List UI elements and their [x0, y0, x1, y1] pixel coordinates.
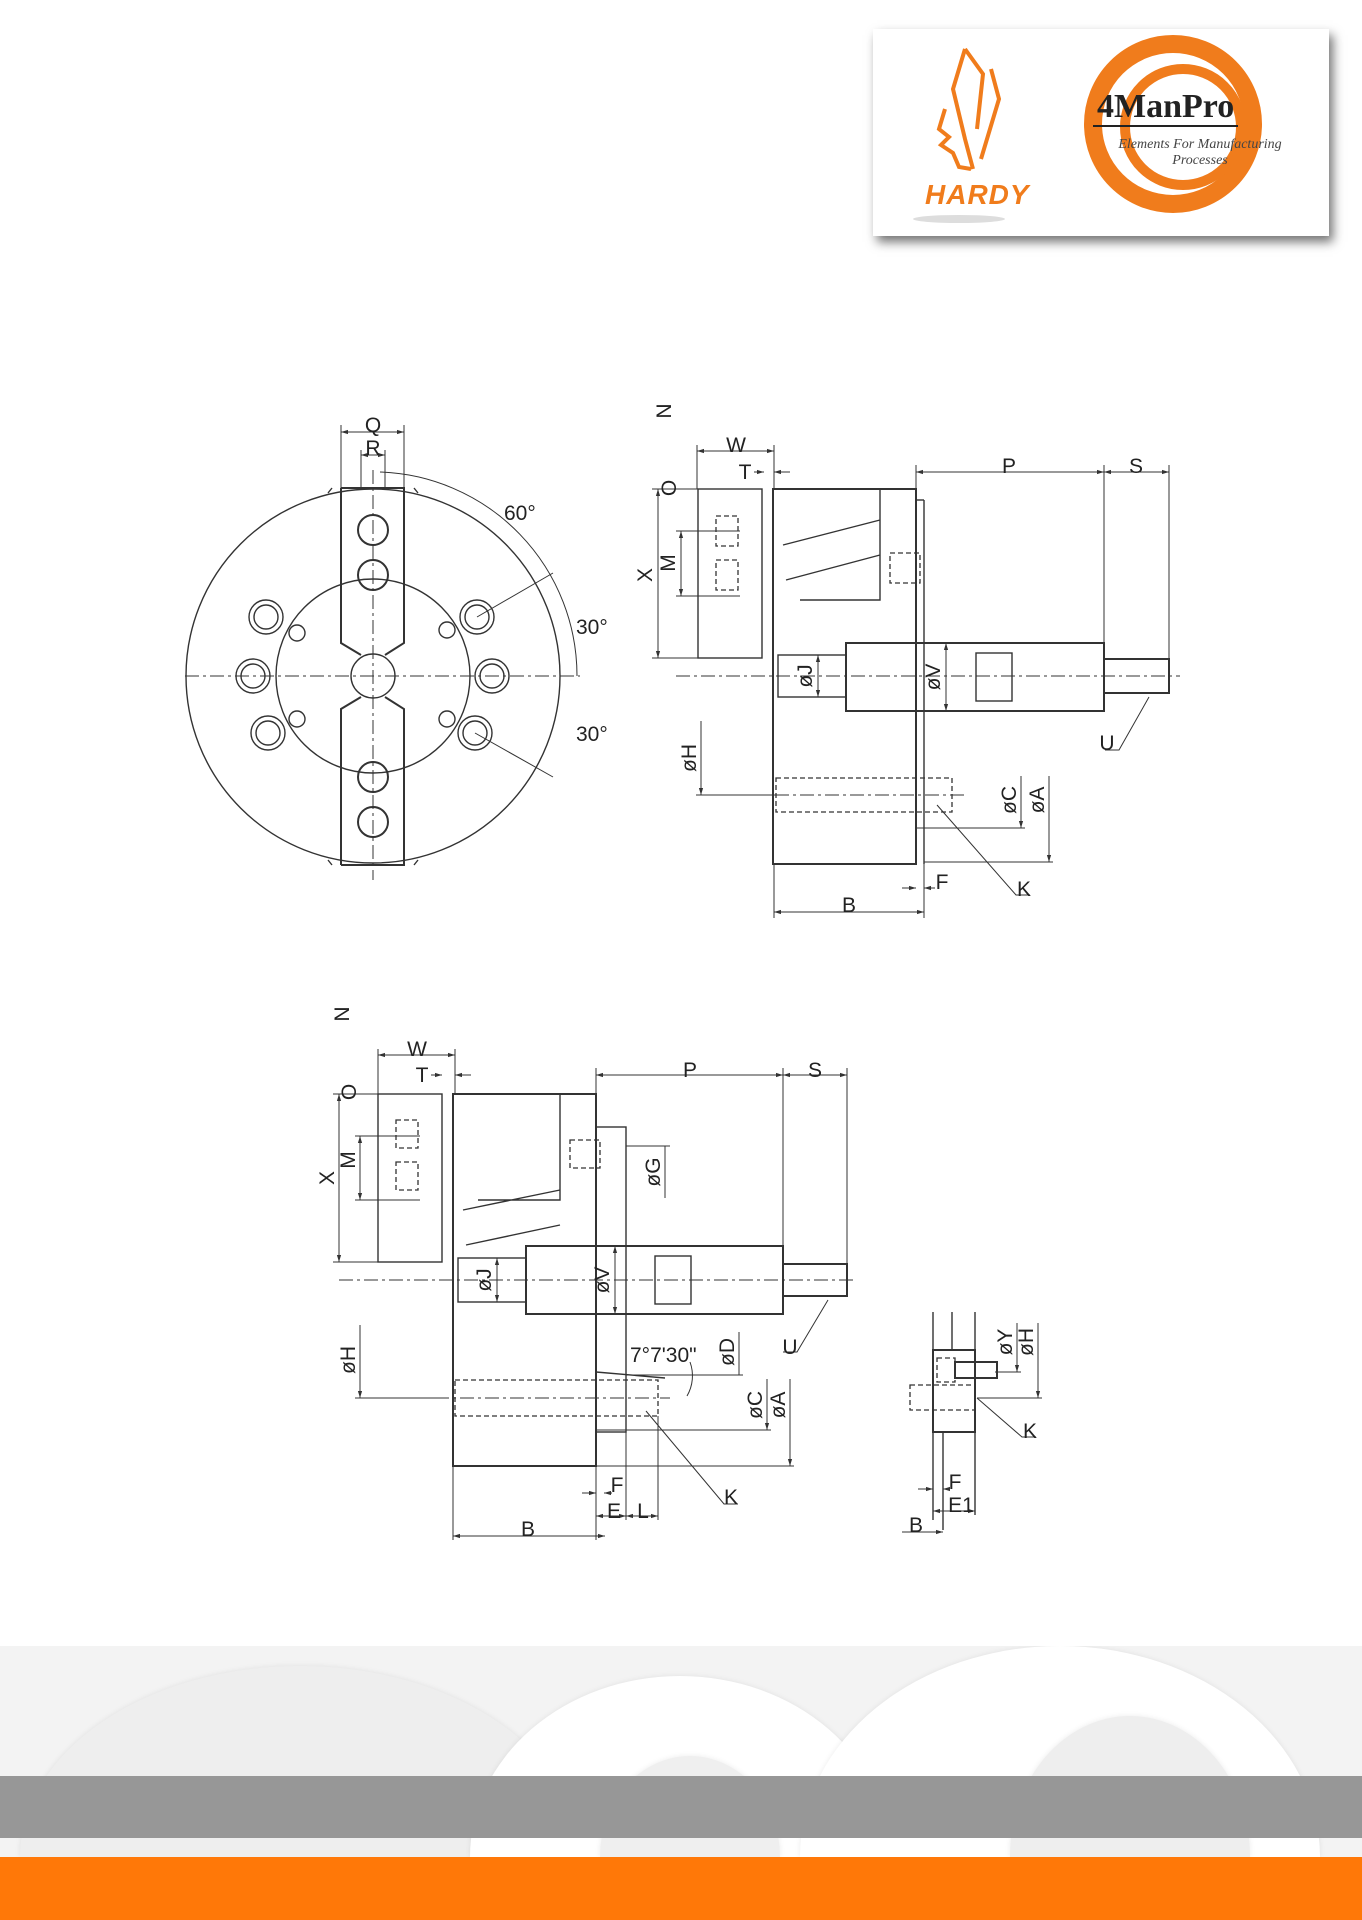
dim-label-g: øG	[642, 1157, 665, 1186]
brand-logos: HARDY 4ManPro Elements For Manufacturing…	[873, 29, 1329, 236]
dim-label-n: N	[331, 1006, 354, 1021]
dim-label-h: øH	[1015, 1328, 1038, 1356]
dim-label-w: W	[407, 1038, 427, 1061]
dim-label-h: øH	[337, 1346, 360, 1374]
dim-label-f: F	[936, 871, 949, 894]
dim-label-f: F	[949, 1471, 962, 1494]
footer-orange-band	[0, 1857, 1362, 1920]
dim-label-a: øA	[1026, 787, 1049, 814]
dim-label-p: P	[683, 1059, 697, 1082]
dim-label-e: E	[607, 1500, 621, 1523]
dim-label-w: W	[726, 434, 746, 457]
dim-label-n: N	[653, 403, 676, 418]
dim-label-b: B	[909, 1514, 923, 1537]
dim-label-v: øV	[922, 664, 945, 691]
dim-label-v: øV	[591, 1267, 614, 1294]
dim-label-e1: E1	[948, 1494, 974, 1517]
fourmanpro-logo-text: 4ManPro	[1093, 89, 1239, 127]
dim-label-b: B	[521, 1518, 535, 1541]
dim-label-t: T	[739, 461, 752, 484]
hardy-logo-icon	[913, 35, 1262, 223]
dim-label-u: U	[1099, 732, 1114, 755]
dim-label-x: X	[316, 1171, 339, 1185]
footer-gray-band	[0, 1776, 1362, 1838]
dim-label-k: K	[1017, 878, 1031, 901]
dim-label-j: øJ	[473, 1268, 496, 1291]
dim-label-u: U	[782, 1336, 797, 1359]
dim-label-s: S	[808, 1059, 822, 1082]
dim-label-o: O	[338, 1084, 361, 1100]
fourmanpro-tagline: Elements For Manufacturing Processes	[1118, 137, 1282, 168]
angle-label-60: 60°	[504, 502, 536, 525]
dim-label-d: øD	[716, 1338, 739, 1366]
dim-label-k: K	[724, 1486, 738, 1509]
detail-view: øY øH K F E1 B	[902, 1312, 1042, 1537]
dim-label-m: M	[657, 554, 680, 572]
dim-label-y: øY	[994, 1329, 1017, 1356]
angle-label-30-bottom: 30°	[576, 723, 608, 746]
side-view-2: N W T O X M P S øG øJ øV U øH 7°7'30" øD…	[316, 1006, 857, 1541]
dim-label-j: øJ	[794, 664, 817, 687]
angle-label: 7°7'30"	[630, 1344, 697, 1367]
dim-label-f: F	[611, 1474, 624, 1497]
dim-label-a: øA	[767, 1392, 790, 1419]
dim-label-s: S	[1129, 455, 1143, 478]
side-view-1: N W T O X M P S øJ øV U øH øC øA F K B	[634, 403, 1180, 918]
dim-label-t: T	[416, 1064, 429, 1087]
dim-label-k: K	[1023, 1420, 1037, 1443]
dim-label-o: O	[658, 480, 681, 496]
dim-label-m: M	[337, 1151, 360, 1169]
dim-label-c: øC	[744, 1391, 767, 1419]
dim-label-l: L	[637, 1500, 649, 1523]
angle-label-30-top: 30°	[576, 616, 608, 639]
dim-label-x: X	[634, 568, 657, 582]
dim-label-c: øC	[998, 786, 1021, 814]
dim-label-h: øH	[678, 744, 701, 772]
dim-label-b: B	[842, 894, 856, 917]
dim-label-q: Q	[365, 414, 381, 437]
dim-label-r: R	[365, 437, 380, 460]
front-view: Q R 60° 30° 30°	[185, 414, 608, 880]
dim-label-p: P	[1002, 455, 1016, 478]
hardy-logo-text: HARDY	[925, 179, 1030, 210]
